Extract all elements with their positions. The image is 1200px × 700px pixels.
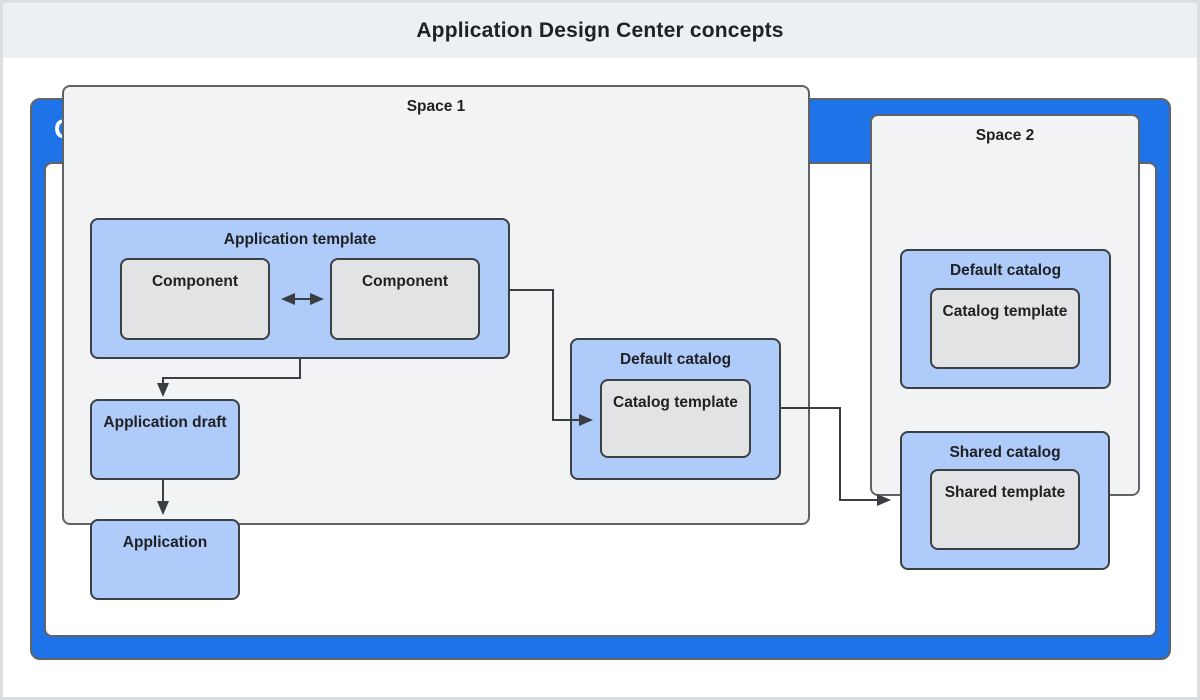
component-left-label: Component <box>151 273 239 290</box>
application-template-label: Application template <box>223 231 377 248</box>
space-1-label: Space 1 <box>406 98 466 115</box>
page-title: Application Design Center concepts <box>416 18 784 42</box>
shared-catalog-label: Shared catalog <box>949 444 1061 461</box>
application-label: Application <box>122 534 208 551</box>
title-banner: Application Design Center concepts <box>3 3 1197 58</box>
space1-default-catalog-label: Default catalog <box>619 351 732 368</box>
application-draft-label: Application draft <box>103 414 227 431</box>
application-draft-node: Application draft <box>90 399 240 480</box>
space2-catalog-template-label: Catalog template <box>942 303 1068 320</box>
component-left-node: Component <box>120 258 270 340</box>
space2-catalog-template-node: Catalog template <box>930 288 1080 369</box>
space-2-label: Space 2 <box>975 127 1035 144</box>
component-right-label: Component <box>361 273 449 290</box>
shared-template-label: Shared template <box>944 484 1066 501</box>
component-right-node: Component <box>330 258 480 340</box>
space1-catalog-template-node: Catalog template <box>600 379 751 458</box>
application-node: Application <box>90 519 240 600</box>
space2-default-catalog-label: Default catalog <box>949 262 1062 279</box>
shared-template-node: Shared template <box>930 469 1080 550</box>
space1-catalog-template-label: Catalog template <box>613 394 738 411</box>
